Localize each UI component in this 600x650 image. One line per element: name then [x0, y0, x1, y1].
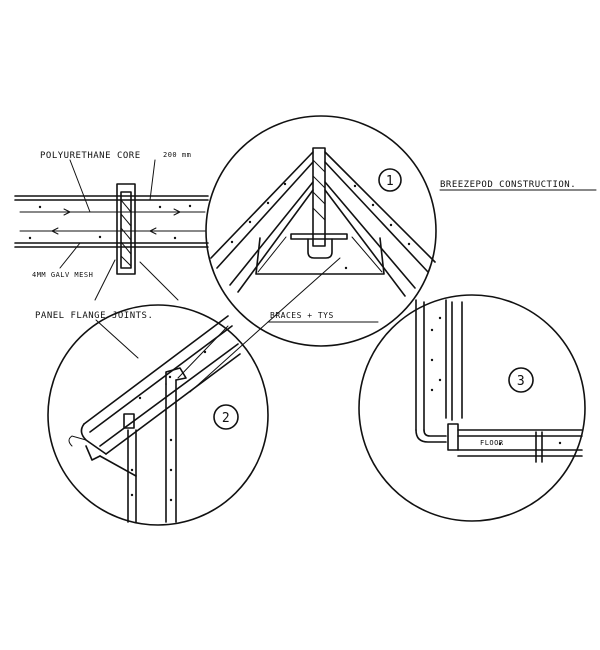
detail-1-marker: 1: [378, 168, 402, 192]
drawing-title: BREEZEPOD CONSTRUCTION.: [440, 180, 576, 190]
detail-1-number: 1: [386, 174, 394, 189]
detail-3-number: 3: [517, 374, 525, 389]
detail-3-floor: [358, 294, 586, 522]
joints-label: PANEL FLANGE JOINTS.: [35, 311, 153, 321]
panel-joint-section: [14, 159, 209, 301]
detail-2-marker: 2: [213, 404, 239, 430]
core-label: POLYURETHANE CORE: [40, 151, 141, 161]
thickness-label: 200 mm: [163, 151, 191, 159]
detail-3-marker: 3: [508, 367, 534, 393]
mesh-label: 4MM GALV MESH: [32, 271, 93, 279]
detail-1-ridge: [205, 115, 437, 347]
floor-label: FLOOR: [480, 439, 504, 447]
detail-2-number: 2: [222, 411, 230, 426]
braces-label: BRACES + TYS: [270, 311, 334, 320]
detail-2-eave: [47, 304, 269, 526]
braces-leaders: [189, 257, 379, 393]
